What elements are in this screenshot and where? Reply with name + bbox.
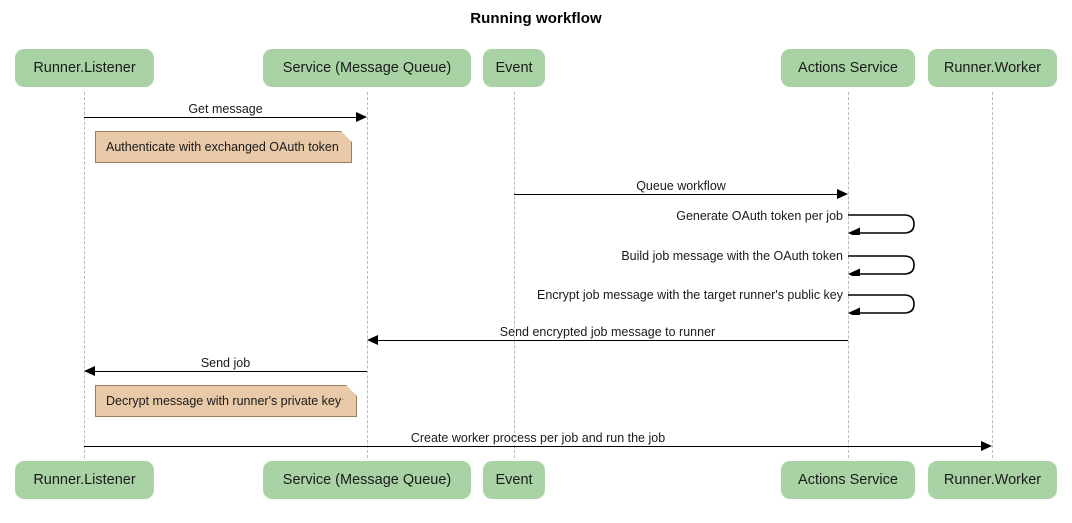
message-label-queue-workflow: Queue workflow — [636, 179, 726, 193]
selfloop-encrypt-job-message-with-the-target-runners-public-key — [846, 293, 920, 315]
note-decrypt: Decrypt message with runner's private ke… — [95, 385, 357, 417]
note-fold-edge-icon — [337, 131, 352, 146]
page-title: Running workflow — [470, 10, 602, 27]
arrowhead-send-job — [84, 365, 95, 376]
message-line-send-encrypted-job-message-to-runner — [378, 340, 848, 341]
message-line-create-worker-process-per-job-and-run-the-job — [84, 446, 981, 447]
message-label-get-message: Get message — [188, 102, 263, 116]
selfloop-generate-oauth-token-per-job — [846, 213, 920, 235]
note-authenticate-label: Authenticate with exchanged OAuth token — [106, 140, 339, 154]
note-fold-edge-icon — [342, 385, 357, 400]
lifeline-runner-worker — [992, 92, 993, 458]
participant-actions-service-top[interactable]: Actions Service — [781, 49, 915, 87]
message-label-create-worker-process-per-job-and-run-the-job: Create worker process per job and run th… — [410, 431, 666, 445]
arrowhead-queue-workflow — [837, 188, 848, 199]
participant-actions-service-bottom[interactable]: Actions Service — [781, 461, 915, 499]
arrowhead-create-worker-process-per-job-and-run-the-job — [981, 440, 992, 451]
note-authenticate: Authenticate with exchanged OAuth token — [95, 131, 352, 163]
lifeline-actions-service — [848, 92, 849, 458]
lifeline-service-message-queue — [367, 92, 368, 458]
selfloop-build-job-message-with-the-oauth-token — [846, 254, 920, 276]
participant-runner-worker-top[interactable]: Runner.Worker — [928, 49, 1057, 87]
note-decrypt-label: Decrypt message with runner's private ke… — [106, 394, 342, 408]
participant-runner-listener-bottom[interactable]: Runner.Listener — [15, 461, 154, 499]
participant-event-top[interactable]: Event — [483, 49, 545, 87]
message-label-send-job: Send job — [200, 356, 251, 370]
lifeline-runner-listener — [84, 92, 85, 458]
arrowhead-get-message — [356, 111, 367, 122]
message-line-queue-workflow — [514, 194, 837, 195]
message-label-build-job-message-with-the-oauth-token: Build job message with the OAuth token — [621, 249, 843, 263]
participant-service-message-queue-bottom[interactable]: Service (Message Queue) — [263, 461, 471, 499]
message-label-generate-oauth-token-per-job: Generate OAuth token per job — [676, 209, 843, 223]
message-label-encrypt-job-message-with-the-target-runners-public-key: Encrypt job message with the target runn… — [536, 288, 843, 302]
lifeline-event — [514, 92, 515, 458]
participant-runner-worker-bottom[interactable]: Runner.Worker — [928, 461, 1057, 499]
message-line-send-job — [95, 371, 367, 372]
message-label-send-encrypted-job-message-to-runner: Send encrypted job message to runner — [499, 325, 716, 339]
message-line-get-message — [84, 117, 356, 118]
participant-event-bottom[interactable]: Event — [483, 461, 545, 499]
participant-service-message-queue-top[interactable]: Service (Message Queue) — [263, 49, 471, 87]
participant-runner-listener-top[interactable]: Runner.Listener — [15, 49, 154, 87]
arrowhead-send-encrypted-job-message-to-runner — [367, 334, 378, 345]
